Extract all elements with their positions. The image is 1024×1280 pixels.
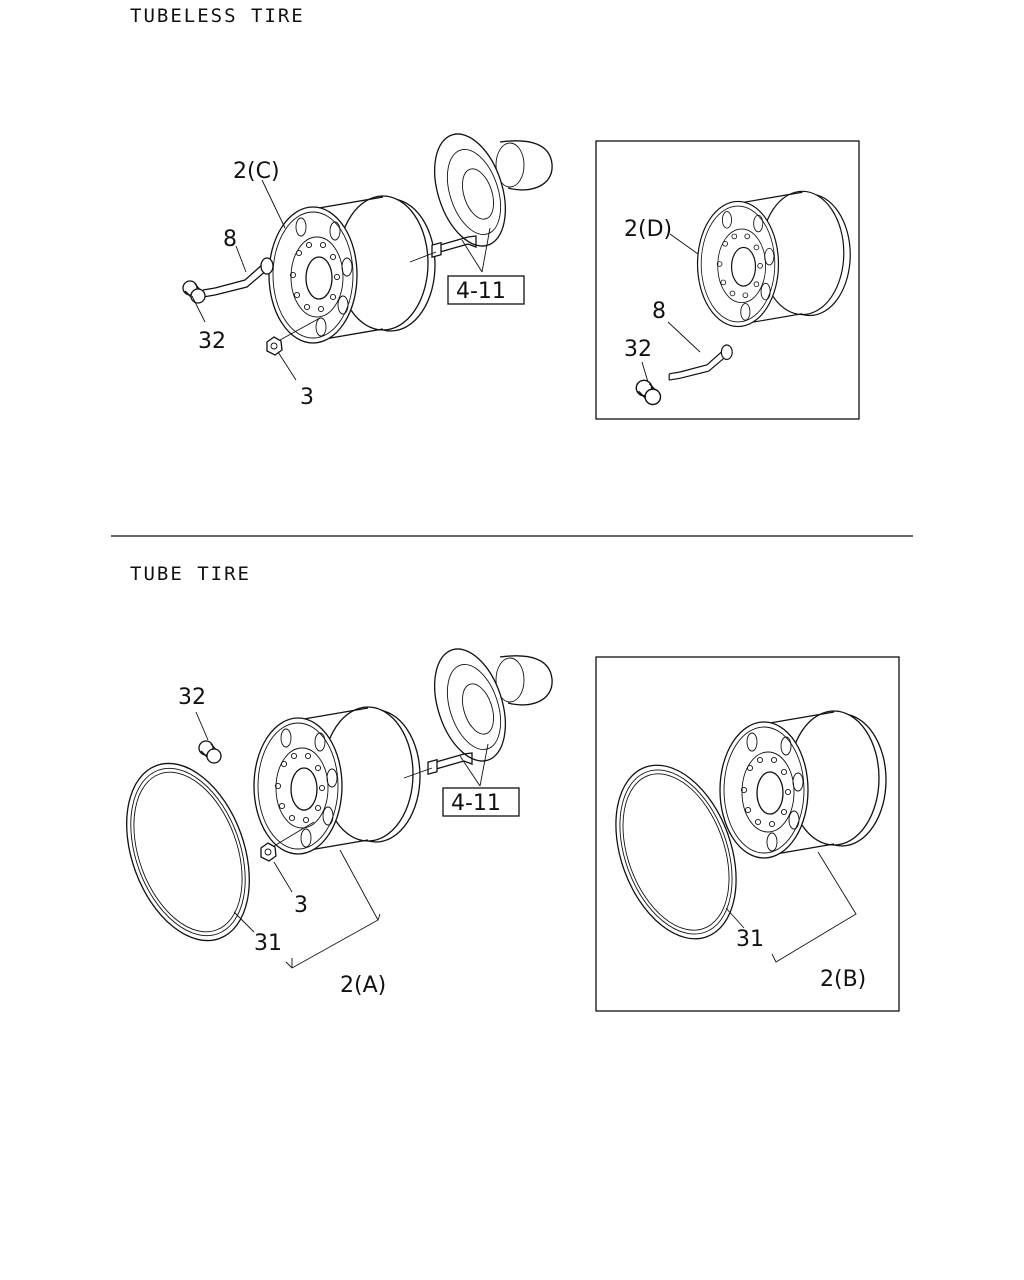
stud-bolt-drawing [409,235,477,263]
inset-box-2b [595,656,900,1012]
callout-4-11: 4-11 [456,279,506,304]
section-title-tubeless: TUBELESS TIRE [130,5,305,27]
wheel-2a-drawing [253,706,421,855]
callout-4-11-tube: 4-11 [451,791,501,816]
inset-callout-8: 8 [652,299,666,324]
wheel-2d-drawing [696,190,851,328]
hub-drawing [420,124,553,256]
nut-3-drawing [266,317,321,356]
callout-32-tube: 32 [178,685,206,710]
inset-callout-2b: 2(B) [820,967,866,992]
callout-8: 8 [223,227,237,252]
section-title-tube: TUBE TIRE [130,563,251,585]
ref-box-4-11 [447,275,525,305]
callout-2c: 2(C) [233,159,280,184]
inset-box-2d [595,140,860,420]
nut-3-drawing-2 [260,821,315,862]
valve-8-drawing [202,257,274,298]
ring-31-drawing [103,745,273,959]
inset-callout-32: 32 [624,337,652,362]
callout-2a: 2(A) [340,973,386,998]
callout-3-tube: 3 [294,893,308,918]
inset-callout-31: 31 [736,927,764,952]
stud-bolt-drawing-2 [403,752,473,779]
wheel-2b-drawing [719,710,887,859]
callout-31: 31 [254,931,282,956]
cap-32-drawing-2 [198,740,222,764]
ref-box-4-11-tube [442,787,520,817]
inset-cap-32-drawing [635,379,662,406]
callout-3: 3 [300,385,314,410]
inset-callout-2d: 2(D) [624,217,672,242]
wheel-2c-drawing [268,195,436,344]
callout-32: 32 [198,329,226,354]
inset-valve-8-drawing [668,344,733,381]
